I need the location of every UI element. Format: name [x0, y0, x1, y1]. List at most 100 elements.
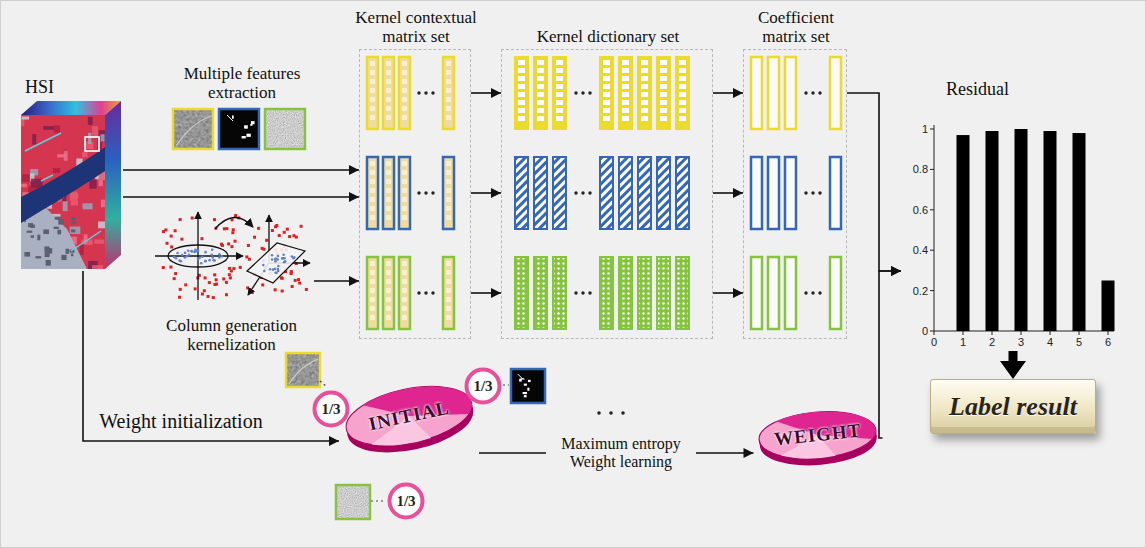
matrix-columns	[402, 88, 407, 93]
kernelization-figure	[232, 267, 235, 270]
kernelization-figure	[283, 231, 286, 234]
matrix-columns	[679, 116, 686, 121]
matrix-columns	[804, 191, 807, 194]
matrix-columns	[581, 191, 584, 194]
matrix-columns	[417, 91, 420, 94]
feature-thumbnail	[173, 109, 213, 149]
matrix-columns	[386, 197, 391, 202]
matrix-columns	[370, 306, 375, 311]
matrix-columns	[641, 100, 648, 105]
kernelization-figure	[215, 278, 218, 281]
hsi-cube-image	[61, 255, 66, 260]
matrix-columns	[679, 92, 686, 97]
matrix-columns	[386, 188, 391, 193]
matrix-columns	[370, 197, 375, 202]
feature-thumbnail	[265, 109, 305, 149]
matrix-columns	[370, 188, 375, 193]
circle-shape	[467, 370, 500, 403]
kernelization-figure	[274, 257, 277, 260]
matrix-columns	[386, 161, 391, 166]
axis-label-slot: 1	[922, 123, 928, 135]
matrix-columns	[622, 116, 629, 121]
feature-thumbnail	[511, 369, 545, 403]
matrix-columns	[386, 270, 391, 275]
hsi-cube-image	[100, 134, 104, 141]
matrix-columns	[402, 179, 407, 184]
matrix-columns	[370, 215, 375, 220]
matrix-columns	[641, 84, 648, 89]
residual-bar-chart	[957, 135, 970, 331]
matrix-columns	[785, 157, 796, 229]
hsi-cube-image	[70, 227, 81, 234]
matrix-columns	[518, 116, 525, 121]
matrix-columns	[804, 291, 807, 294]
feature-thumbnail	[173, 109, 213, 149]
connector-arrow	[471, 292, 501, 294]
kernelization-figure	[208, 281, 211, 284]
hsi-cube-image	[82, 152, 88, 157]
connector-arrow	[879, 271, 901, 438]
hsi-cube-image	[21, 184, 27, 187]
kernelization-figure	[204, 260, 207, 263]
matrix-columns	[386, 306, 391, 311]
dotted-leader	[503, 384, 509, 385]
matrix-columns	[402, 297, 407, 302]
kernelization-figure	[261, 283, 264, 286]
hsi-cube-image	[54, 125, 60, 133]
ellipsis-dots	[597, 411, 625, 415]
matrix-columns	[619, 57, 632, 129]
residual-bar-chart	[1073, 133, 1086, 331]
hsi-cube-image	[88, 117, 93, 125]
hsi-cube-image	[70, 192, 78, 201]
hsi-cube-image	[48, 248, 53, 253]
kernelization-figure	[225, 281, 228, 284]
matrix-columns	[446, 279, 451, 284]
matrix-columns	[386, 297, 391, 302]
kernelization-figure	[179, 218, 182, 221]
matrix-columns	[537, 68, 544, 73]
kernelization-figure	[215, 217, 253, 229]
matrix-columns	[370, 61, 375, 66]
kernelization-figure	[211, 248, 214, 251]
matrix-columns	[660, 76, 667, 81]
axis-label-slot: 0.2	[913, 284, 928, 296]
matrix-columns	[818, 291, 821, 294]
matrix-columns	[370, 279, 375, 284]
axis-tick-label: 6	[1105, 336, 1111, 348]
matrix-columns	[402, 261, 407, 266]
feature-thumbnail	[511, 369, 545, 403]
connector-arrow	[713, 92, 743, 94]
residual-bar-chart	[930, 331, 934, 332]
feature-group: Multiple features extraction	[169, 106, 315, 156]
residual-bar-chart	[934, 125, 935, 331]
axis-label-slot: 3	[1018, 336, 1024, 348]
matrix-columns	[638, 157, 651, 229]
kernelization-figure	[193, 251, 196, 254]
matrix-columns	[446, 115, 451, 120]
kernelization-figure	[274, 272, 277, 275]
kernelization-figure	[188, 253, 191, 256]
kernelization-figure	[225, 293, 228, 296]
matrix-columns	[446, 106, 451, 111]
matrix-columns	[518, 108, 525, 113]
matrix-columns	[370, 288, 375, 293]
matrix-columns	[402, 97, 407, 102]
hsi-cube-image	[85, 137, 99, 151]
matrix-columns	[660, 116, 667, 121]
circle-shape	[390, 485, 423, 518]
kernelization-figure	[197, 258, 200, 261]
node-label: Label result	[949, 392, 1077, 421]
matrix-columns	[751, 257, 762, 329]
connector-arrow	[471, 192, 501, 194]
matrix-columns	[537, 92, 544, 97]
hsi-cube-image	[21, 147, 105, 223]
matrix-columns	[537, 60, 544, 65]
kernelization-figure	[247, 244, 250, 247]
weight-circle: 1/3	[387, 482, 425, 520]
matrix-columns	[574, 291, 577, 294]
hsi-cube-image	[71, 229, 75, 232]
matrix-columns	[446, 61, 451, 66]
kernelization-figure	[230, 245, 233, 248]
feature-thumbnail	[286, 353, 320, 387]
